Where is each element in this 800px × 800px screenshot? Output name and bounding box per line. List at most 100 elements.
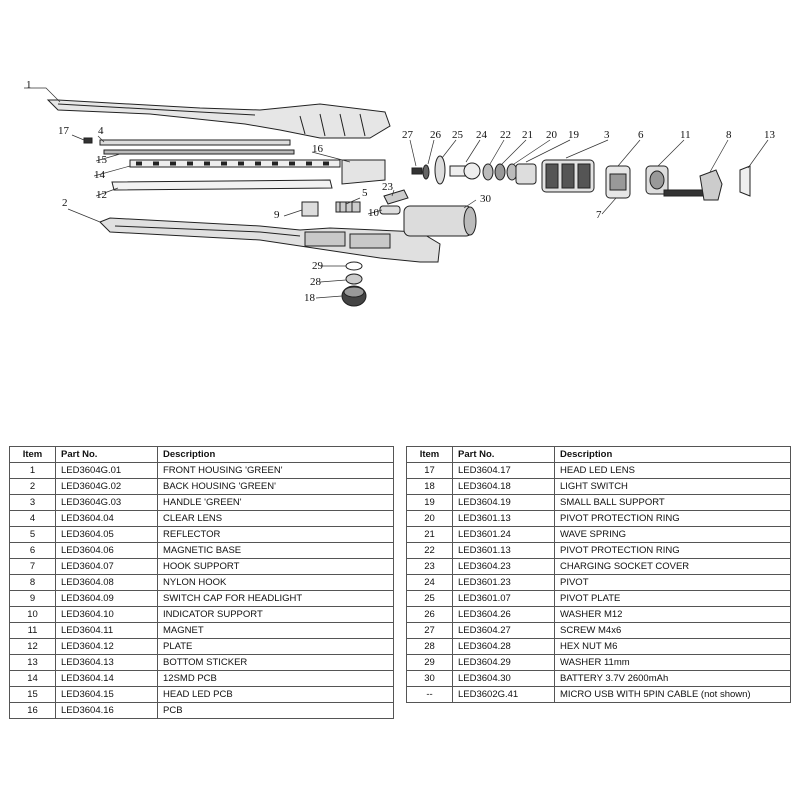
callout-26: 26 bbox=[430, 129, 442, 141]
cell-description: HEAD LED LENS bbox=[554, 462, 791, 479]
callout-14: 14 bbox=[94, 169, 106, 181]
callout-22: 22 bbox=[500, 129, 511, 141]
switch-cap-part bbox=[301, 201, 319, 217]
cell-part-no: LED3604.10 bbox=[55, 606, 158, 623]
cell-part-no: LED3604G.01 bbox=[55, 462, 158, 479]
callout-19: 19 bbox=[568, 129, 580, 141]
callout-20: 20 bbox=[546, 129, 558, 141]
small-ball-support-part bbox=[515, 163, 537, 185]
callout-10: 10 bbox=[368, 207, 380, 219]
table-header-row: Item Part No. Description bbox=[406, 446, 791, 463]
leader-lines bbox=[24, 87, 769, 299]
cell-item: 27 bbox=[406, 622, 453, 639]
cell-description: HANDLE 'GREEN' bbox=[157, 494, 394, 511]
cell-item: 18 bbox=[406, 478, 453, 495]
callout-25: 25 bbox=[452, 129, 464, 141]
cell-part-no: LED3604G.02 bbox=[55, 478, 158, 495]
charging-socket-cover-part bbox=[383, 189, 409, 205]
smd-led-icon bbox=[136, 161, 142, 166]
callout-8: 8 bbox=[726, 129, 732, 141]
cell-description: SMALL BALL SUPPORT bbox=[554, 494, 791, 511]
cell-description: HEX NUT M6 bbox=[554, 638, 791, 655]
cell-description: BATTERY 3.7V 2600mAh bbox=[554, 670, 791, 687]
cell-description: CLEAR LENS bbox=[157, 510, 394, 527]
front-housing-part bbox=[46, 99, 391, 139]
cell-description: HEAD LED PCB bbox=[157, 686, 394, 703]
header-item: Item bbox=[406, 446, 453, 463]
bottom-sticker-part bbox=[739, 165, 751, 197]
cell-part-no: LED3604.04 bbox=[55, 510, 158, 527]
smd-led-icon bbox=[187, 161, 193, 166]
smd-led-icon bbox=[323, 161, 329, 166]
cell-item: 29 bbox=[406, 654, 453, 671]
cell-description: REFLECTOR bbox=[157, 526, 394, 543]
cell-description: PIVOT PLATE bbox=[554, 590, 791, 607]
callout-16: 16 bbox=[312, 143, 324, 155]
table-header-row: Item Part No. Description bbox=[9, 446, 394, 463]
cell-item: 4 bbox=[9, 510, 56, 527]
cell-item: 8 bbox=[9, 574, 56, 591]
cell-description: BOTTOM STICKER bbox=[157, 654, 394, 671]
light-switch-part bbox=[341, 285, 367, 307]
cell-item: 30 bbox=[406, 670, 453, 687]
cell-part-no: LED3604.16 bbox=[55, 702, 158, 719]
cell-description: INDICATOR SUPPORT bbox=[157, 606, 394, 623]
cell-item: 24 bbox=[406, 574, 453, 591]
cell-item: 9 bbox=[9, 590, 56, 607]
cell-item: 14 bbox=[9, 670, 56, 687]
cell-part-no: LED3604.27 bbox=[452, 622, 555, 639]
cell-item: 17 bbox=[406, 462, 453, 479]
hex-nut-part bbox=[345, 273, 363, 285]
callout-29: 29 bbox=[312, 260, 324, 272]
nylon-hook-part bbox=[663, 169, 723, 201]
pivot-plate-part bbox=[434, 155, 446, 185]
magnetic-base-part bbox=[605, 165, 631, 199]
washer-m12-part bbox=[422, 164, 430, 180]
exploded-parts-diagram: 1 2 3 4 5 6 7 8 9 10 11 12 13 14 15 16 1… bbox=[24, 79, 776, 307]
header-description: Description bbox=[157, 446, 394, 463]
cell-part-no: LED3604.26 bbox=[452, 606, 555, 623]
header-description: Description bbox=[554, 446, 791, 463]
cell-description: PIVOT PROTECTION RING bbox=[554, 542, 791, 559]
callout-24: 24 bbox=[476, 129, 488, 141]
handle-part bbox=[541, 159, 595, 193]
cell-item: 22 bbox=[406, 542, 453, 559]
cell-part-no: LED3604.09 bbox=[55, 590, 158, 607]
back-housing-part bbox=[99, 217, 441, 263]
cell-description: WASHER M12 bbox=[554, 606, 791, 623]
cell-item: 26 bbox=[406, 606, 453, 623]
callout-6: 6 bbox=[638, 129, 644, 141]
callout-28: 28 bbox=[310, 276, 322, 288]
callout-15: 15 bbox=[96, 154, 108, 166]
indicator-support-part bbox=[379, 205, 401, 215]
callout-17: 17 bbox=[58, 125, 70, 137]
cell-part-no: LED3601.23 bbox=[452, 574, 555, 591]
cell-description: FRONT HOUSING 'GREEN' bbox=[157, 462, 394, 479]
cell-part-no: LED3602G.41 bbox=[452, 686, 555, 703]
cell-item: 13 bbox=[9, 654, 56, 671]
cell-item: 16 bbox=[9, 702, 56, 719]
head-led-lens-part bbox=[83, 137, 93, 144]
cell-item: 23 bbox=[406, 558, 453, 575]
callout-1: 1 bbox=[26, 79, 32, 91]
cell-description: PCB bbox=[157, 702, 394, 719]
cell-part-no: LED3604.14 bbox=[55, 670, 158, 687]
cell-item: 19 bbox=[406, 494, 453, 511]
